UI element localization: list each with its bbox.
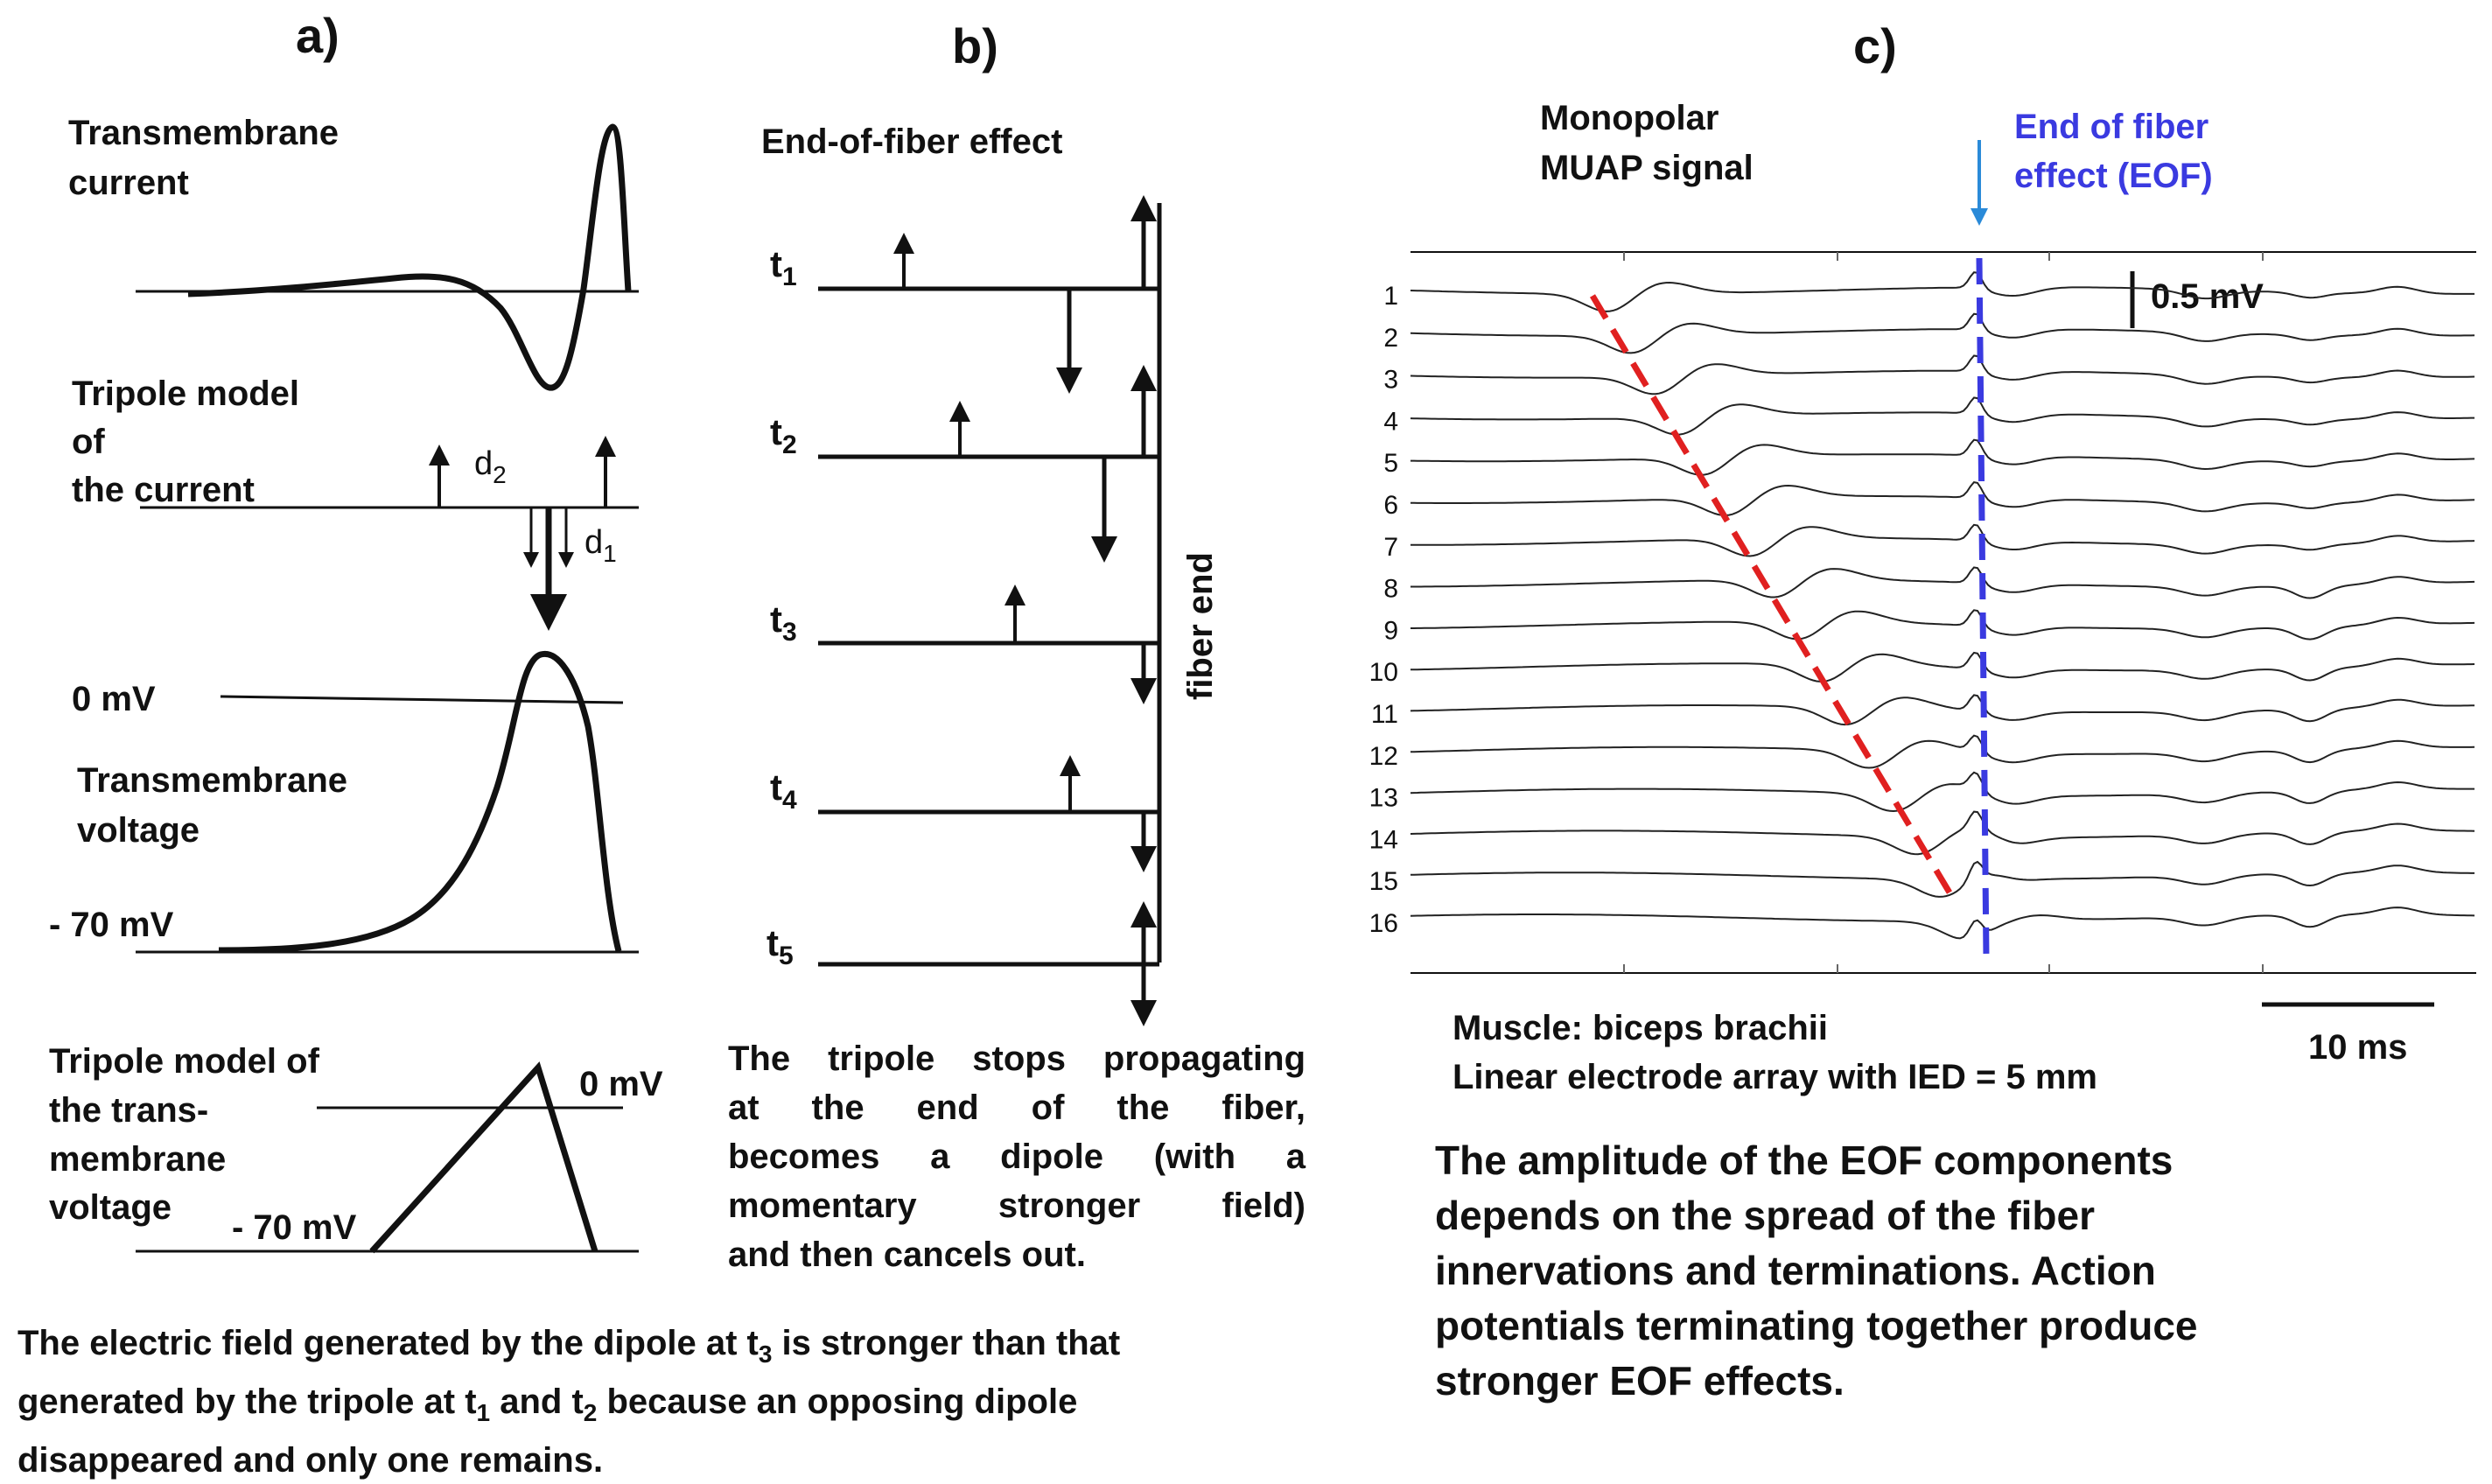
eof-conclusion-line-1: The amplitude of the EOF components bbox=[1435, 1138, 2174, 1183]
tripole-description-line-2: at the end of the fiber, bbox=[728, 1088, 1306, 1127]
channel-label-8: 8 bbox=[1383, 575, 1398, 604]
channel-label-5: 5 bbox=[1383, 449, 1398, 478]
channel-label-7: 7 bbox=[1383, 533, 1398, 562]
channel-label-14: 14 bbox=[1369, 825, 1398, 854]
monopolar-label-1: Monopolar bbox=[1540, 99, 1718, 137]
footer-caption: The electric field generated by the dipo… bbox=[18, 1320, 1120, 1484]
ms-scale-label: 10 ms bbox=[2308, 1028, 2407, 1067]
eof-conclusion-line-5: stronger EOF effects. bbox=[1435, 1358, 1844, 1404]
d2-label: d2 bbox=[474, 445, 507, 488]
muap-trace-16 bbox=[1410, 906, 2475, 940]
t5-label: t5 bbox=[766, 922, 794, 970]
footer-line-2: generated by the tripole at t1 and t2 be… bbox=[18, 1382, 1078, 1426]
muap-trace-4 bbox=[1410, 396, 2474, 436]
muap-trace-8 bbox=[1410, 566, 2475, 599]
tripole-voltage-triangle bbox=[369, 1061, 598, 1254]
panel-a: a) Transmembrane current Tripole model o… bbox=[49, 8, 663, 1254]
panel-c: c) Monopolar MUAP signal End of fiber ef… bbox=[1369, 18, 2476, 1096]
tripole-voltage-minus70-label: - 70 mV bbox=[232, 1208, 357, 1247]
channel-label-4: 4 bbox=[1383, 407, 1398, 436]
tripole-voltage-label-4: voltage bbox=[49, 1188, 172, 1227]
tripole-description-line-4: momentary stronger field) bbox=[728, 1186, 1306, 1225]
transmembrane-current-label-1: Transmembrane bbox=[68, 114, 339, 152]
innervation-red-dashed-line bbox=[1589, 294, 1953, 894]
transmembrane-voltage-curve bbox=[218, 650, 622, 954]
panel-b: b) End-of-fiber effect fiber end t1 t2 t… bbox=[761, 18, 1220, 1026]
muap-trace-10 bbox=[1410, 651, 2475, 682]
eof-conclusion-line-2: depends on the spread of the fiber bbox=[1435, 1193, 2095, 1238]
tripole-voltage-label-1: Tripole model of bbox=[49, 1042, 320, 1081]
tripole-current-label-3: the current bbox=[72, 471, 255, 509]
transmembrane-voltage-label-1: Transmembrane bbox=[77, 761, 347, 800]
muap-traces bbox=[1410, 271, 2475, 940]
t4-label: t4 bbox=[770, 766, 797, 815]
fiber-end-label: fiber end bbox=[1181, 552, 1220, 700]
mv-scale-label: 0.5 mV bbox=[2151, 277, 2264, 316]
tripole-current-label-1: Tripole model bbox=[72, 374, 299, 413]
channel-label-13: 13 bbox=[1369, 784, 1398, 813]
panel-b-label: b) bbox=[952, 18, 998, 74]
tripole-description-line-3: becomes a dipole (with a bbox=[728, 1138, 1306, 1176]
muap-trace-9 bbox=[1410, 609, 2475, 640]
t3-label: t3 bbox=[770, 598, 797, 647]
minus70-label: - 70 mV bbox=[49, 906, 174, 944]
eof-label-1: End of fiber bbox=[2014, 108, 2208, 146]
muap-trace-2 bbox=[1410, 312, 2475, 354]
footer-line-3: disappeared and only one remains. bbox=[18, 1441, 604, 1480]
channel-label-11: 11 bbox=[1371, 700, 1398, 729]
channel-label-1: 1 bbox=[1383, 282, 1398, 311]
transmembrane-current-label-2: current bbox=[68, 164, 189, 202]
tripole-voltage-label-2: the trans- bbox=[49, 1091, 208, 1130]
eof-conclusion-line-4: potentials terminating together produce bbox=[1435, 1303, 2198, 1348]
muscle-label: Muscle: biceps brachii bbox=[1452, 1009, 1828, 1047]
electrode-array-label: Linear electrode array with IED = 5 mm bbox=[1452, 1058, 2097, 1096]
channel-label-10: 10 bbox=[1369, 658, 1398, 687]
muap-trace-14 bbox=[1410, 810, 2475, 856]
footer-line-1: The electric field generated by the dipo… bbox=[18, 1324, 1121, 1368]
tripole-description: The tripole stops propagating at the end… bbox=[728, 1034, 1306, 1279]
eof-label-2: effect (EOF) bbox=[2014, 157, 2213, 195]
zero-mv-label: 0 mV bbox=[72, 680, 156, 718]
t2-label: t2 bbox=[770, 411, 797, 459]
channel-label-16: 16 bbox=[1369, 909, 1398, 938]
muap-trace-1 bbox=[1410, 271, 2474, 312]
tripole-voltage-zero-label: 0 mV bbox=[579, 1065, 663, 1103]
monopolar-label-2: MUAP signal bbox=[1540, 149, 1754, 187]
channel-label-15: 15 bbox=[1369, 867, 1398, 896]
transmembrane-voltage-label-2: voltage bbox=[77, 811, 200, 850]
tripole-description-line-5: and then cancels out. bbox=[728, 1236, 1086, 1274]
channel-label-12: 12 bbox=[1369, 742, 1398, 771]
channel-label-6: 6 bbox=[1383, 491, 1398, 520]
channel-label-9: 9 bbox=[1383, 616, 1398, 645]
panel-a-label: a) bbox=[296, 8, 340, 63]
muap-trace-7 bbox=[1410, 523, 2475, 557]
eof-conclusion-line-3: innervations and terminations. Action bbox=[1435, 1248, 2156, 1293]
eof-conclusion: The amplitude of the EOF components depe… bbox=[1435, 1133, 2198, 1409]
tripole-description-line-1: The tripole stops propagating bbox=[728, 1040, 1306, 1078]
muap-trace-13 bbox=[1410, 771, 2474, 813]
muap-trace-12 bbox=[1410, 734, 2475, 769]
tripole-current-label-2: of bbox=[72, 423, 105, 461]
channel-label-2: 2 bbox=[1383, 324, 1398, 353]
muap-trace-15 bbox=[1410, 860, 2474, 898]
muap-trace-3 bbox=[1410, 354, 2475, 396]
zero-mv-line bbox=[220, 695, 624, 704]
panel-c-label: c) bbox=[1853, 18, 1897, 74]
muap-trace-6 bbox=[1410, 481, 2475, 517]
transmembrane-current-curve bbox=[187, 123, 632, 391]
muap-trace-5 bbox=[1410, 438, 2475, 476]
muap-trace-11 bbox=[1410, 694, 2474, 726]
plot-x-ticks bbox=[1623, 252, 2264, 973]
end-of-fiber-title: End-of-fiber effect bbox=[761, 122, 1062, 161]
channel-label-3: 3 bbox=[1383, 366, 1398, 395]
t1-label: t1 bbox=[770, 243, 797, 291]
tripole-voltage-label-3: membrane bbox=[49, 1140, 226, 1179]
d1-label: d1 bbox=[584, 524, 617, 567]
